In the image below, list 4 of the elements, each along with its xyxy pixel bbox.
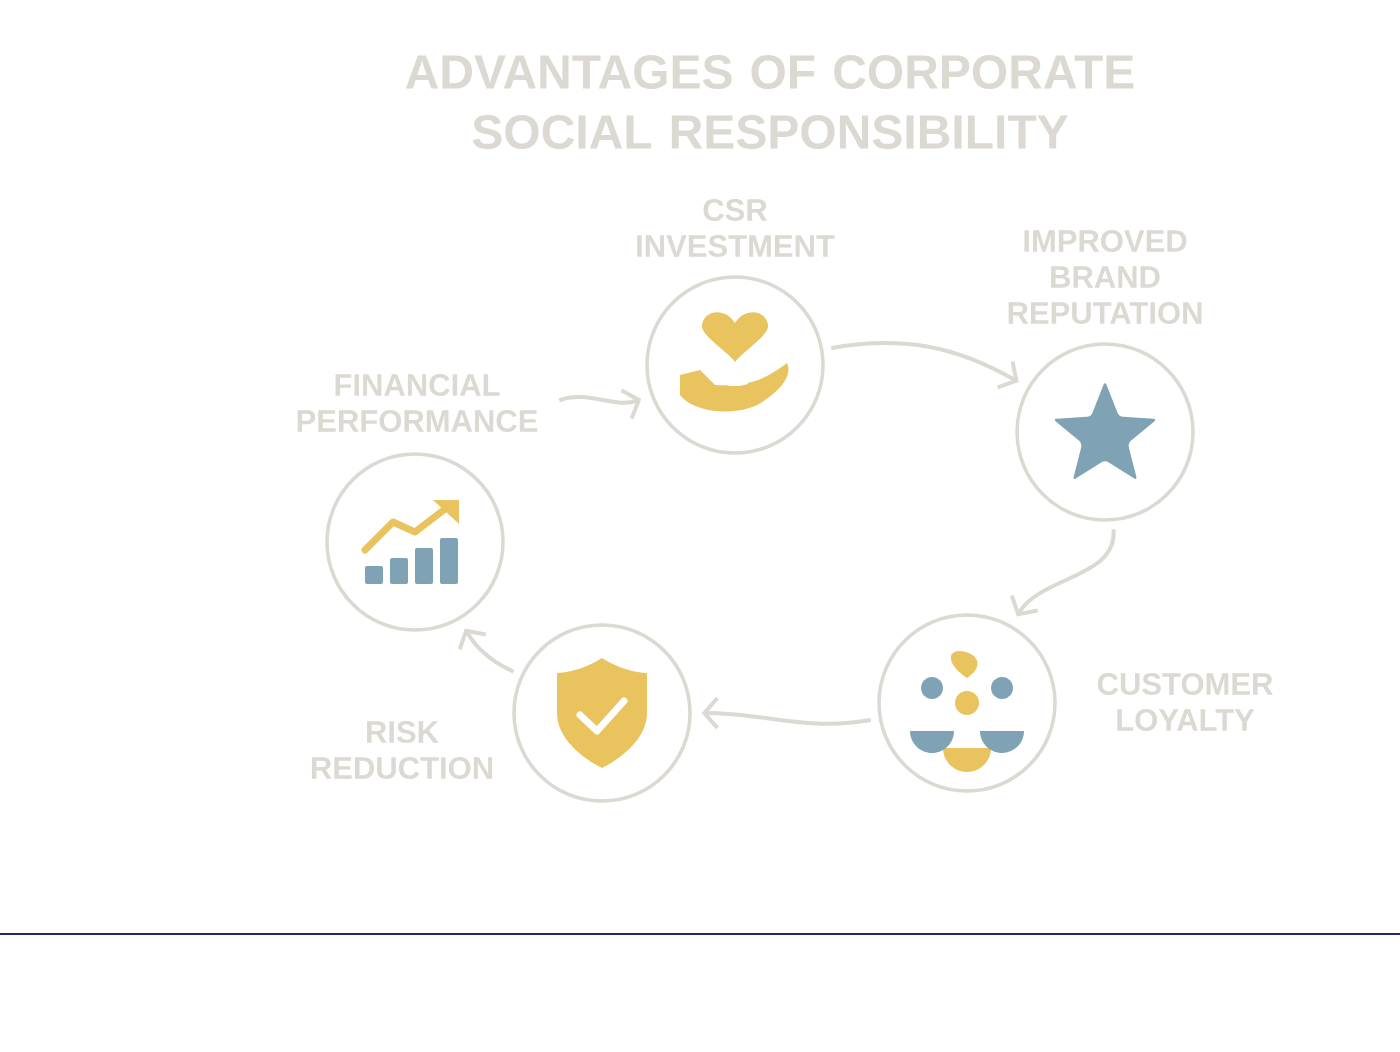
arrow	[558, 388, 642, 420]
arrow	[701, 696, 872, 730]
arrow	[1009, 529, 1116, 617]
arrow	[830, 341, 1019, 390]
